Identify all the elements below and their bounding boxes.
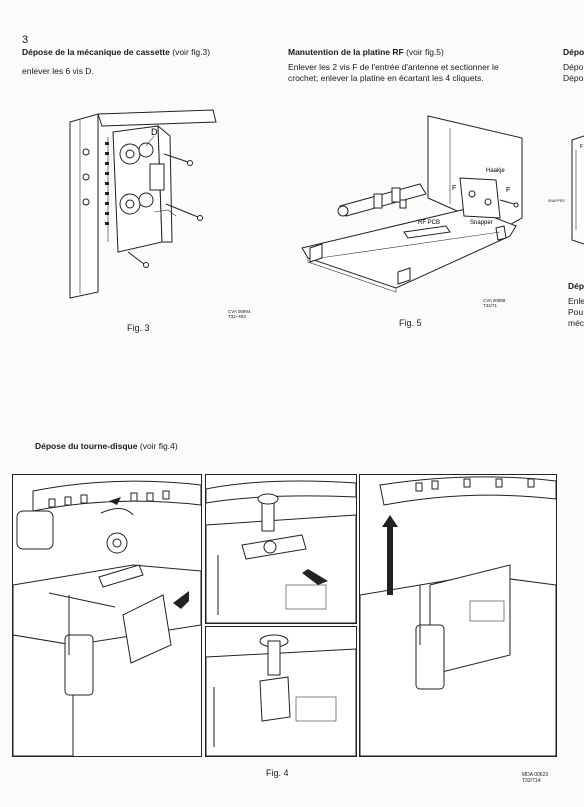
rf-instruction: Enlever les 2 vis F de l'entrée d'antenn…	[288, 62, 499, 84]
fig4-panel-middle-bottom	[205, 626, 357, 757]
fig4-code-line1: MDA 00623	[522, 772, 549, 778]
right-col-snapper-label: SNAPPER	[548, 199, 565, 203]
rf-instruction-line2: crochet; enlever la platine en écartant …	[288, 73, 484, 83]
fig5-label-f-right: F	[506, 187, 510, 194]
fig3-callout-d: D	[151, 127, 158, 137]
right-col-title: Dépo	[563, 47, 584, 57]
svg-text:F: F	[580, 144, 583, 150]
page-number: 3	[22, 34, 29, 46]
rf-title-ref: (voir fig.5)	[406, 47, 444, 57]
turntable-title-text: Dépose du tourne-disque	[35, 441, 138, 451]
fig5-code-line2: T32/71	[483, 303, 498, 308]
right-col-text: Dépo Dépo	[563, 62, 583, 84]
fig3-illustration: D	[69, 109, 217, 299]
turntable-title-ref: (voir fig.4)	[139, 441, 178, 451]
rf-section-title: Manutention de la platine RF (voir fig.5…	[288, 47, 444, 57]
right-col-line4: Pou	[568, 307, 584, 317]
fig3-code: CVA 00994 T32–403	[228, 309, 250, 319]
fig3-code-line1: CVA 00994	[228, 309, 251, 314]
rf-instruction-line1: Enlever les 2 vis F de l'entrée d'antenn…	[288, 62, 499, 72]
fig4-panel-left	[12, 474, 202, 757]
fig3-caption: Fig. 3	[127, 323, 150, 333]
fig4-caption: Fig. 4	[266, 768, 289, 778]
cassette-instruction: enlever les 6 vis D.	[22, 66, 94, 76]
fig4-code: MDA 00623 T32/714	[522, 772, 548, 784]
fig5-label-f-left: F	[452, 185, 456, 192]
cassette-section-title: Dépose de la mécanique de cassette (voir…	[22, 47, 210, 57]
cassette-title-ref: (voir fig.3)	[172, 47, 211, 57]
fig4-panel-right	[359, 474, 557, 757]
cassette-title-text: Dépose de la mécanique de cassette	[22, 47, 170, 57]
fig3-code-line2: T32–403	[228, 314, 246, 319]
fig5-label-haakje: Haakje	[486, 168, 505, 174]
fig5-illustration: Haakje F F RF PCB Snapper	[301, 115, 523, 293]
right-col-figure-fragment: F	[571, 135, 584, 245]
fig4-code-line2: T32/714	[522, 778, 541, 784]
fig4-panel-middle-top	[205, 474, 357, 624]
turntable-section-title: Dépose du tourne-disque (voir fig.4)	[35, 441, 178, 451]
right-col-title2: Dép	[568, 281, 584, 291]
fig5-code-line1: CVA 00888	[483, 298, 506, 303]
right-col-line2: Dépo	[563, 73, 584, 83]
right-col-line3: Enle	[568, 296, 584, 306]
right-col-line1: Dépo	[563, 62, 584, 72]
fig5-label-rf-pcb: RF PCB	[418, 220, 440, 226]
rf-title-text: Manutention de la platine RF	[288, 47, 404, 57]
right-col-line5: méc	[568, 318, 584, 328]
fig5-code: CVA 00888 T32/71	[483, 298, 505, 308]
right-col-text2: Enle Pou méc	[568, 296, 584, 329]
fig5-caption: Fig. 5	[399, 318, 422, 328]
fig5-label-snapper: Snapper	[470, 220, 493, 226]
